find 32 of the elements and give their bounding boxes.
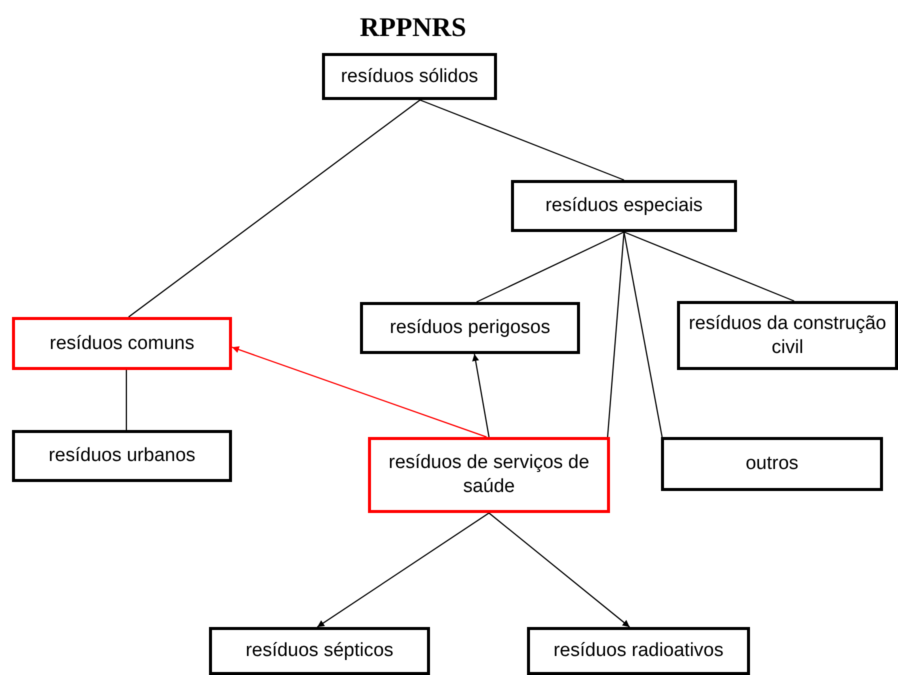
box-label: resíduos especiais <box>545 194 703 218</box>
connector-line <box>623 232 663 438</box>
box-label: resíduos sólidos <box>340 64 478 88</box>
box-label: resíduos da construção civil <box>688 312 888 360</box>
category-box <box>322 53 497 100</box>
connector-line <box>624 231 794 302</box>
category-box <box>12 430 232 482</box>
category-box <box>368 437 610 513</box>
category-box <box>677 301 898 370</box>
category-box <box>209 627 430 675</box>
box-label: resíduos sépticos <box>246 639 394 663</box>
box-label: resíduos perigosos <box>390 316 550 340</box>
box-label: resíduos radioativos <box>553 639 724 663</box>
box-label: resíduos urbanos <box>48 444 196 468</box>
box-label: resíduos comuns <box>50 332 194 356</box>
connector-line <box>128 100 420 318</box>
arrow <box>472 354 490 438</box>
diagram-title: RPPNRS <box>358 12 468 43</box>
connector-line <box>476 231 624 303</box>
connector-line <box>420 99 624 181</box>
category-box <box>527 627 750 675</box>
connector-line <box>606 232 625 438</box>
category-box <box>511 180 737 232</box>
box-label: resíduos de serviços de saúde <box>388 451 590 499</box>
arrow <box>316 512 490 628</box>
arrow <box>232 346 487 438</box>
arrow <box>488 512 630 628</box>
connector-line <box>126 370 127 430</box>
category-box <box>360 302 580 354</box>
category-box <box>12 317 232 370</box>
category-box <box>661 437 883 491</box>
box-label: outros <box>746 452 798 476</box>
